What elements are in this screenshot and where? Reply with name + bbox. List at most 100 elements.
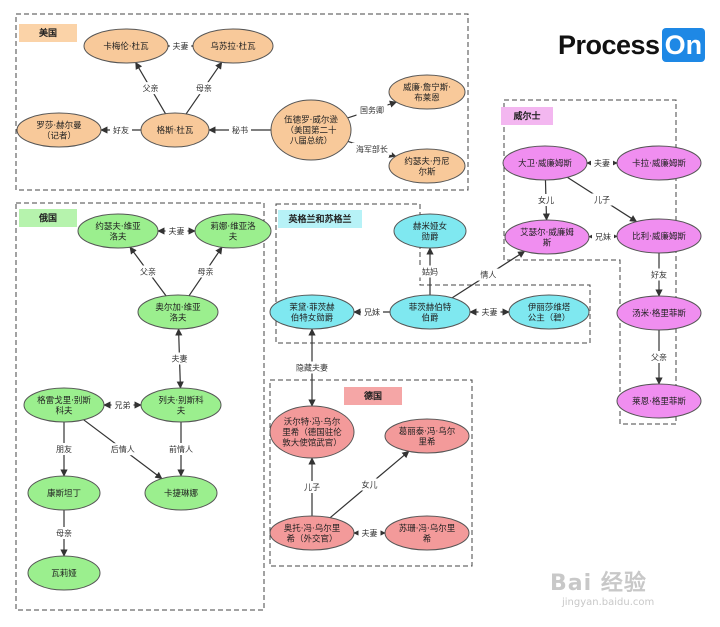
node-shape xyxy=(389,294,471,330)
node-luosha: 罗莎·赫尔曼（记者） xyxy=(16,112,102,148)
node-label: 比利·威廉姆斯 xyxy=(632,231,686,242)
node-label: 敦大使馆武官） xyxy=(282,438,342,449)
region-label: 德国 xyxy=(364,390,382,402)
node-label: 汤米·格里菲斯 xyxy=(632,308,686,319)
edge-label: 兄妹 xyxy=(364,307,380,317)
node-label: 莱恩·格里菲斯 xyxy=(632,396,686,407)
edge-label-bg xyxy=(301,481,323,493)
edge-feici-hemi: 姑妈 xyxy=(419,247,441,295)
edge-dawei-bili: 儿子 xyxy=(567,176,638,223)
node-shape xyxy=(144,475,218,511)
edge-label: 后情人 xyxy=(111,444,135,454)
edge-feici-modi: 兄妹 xyxy=(353,306,390,318)
node-label: 瓦莉娅 xyxy=(51,568,77,579)
node-shape xyxy=(393,213,467,249)
edge-label-bg xyxy=(477,268,500,281)
node-shape xyxy=(502,145,588,181)
edge-label-bg xyxy=(419,265,441,278)
edge-label-bg xyxy=(165,225,188,237)
node-label: 斯 xyxy=(543,237,552,248)
edge-liefu-kajielin: 前情人 xyxy=(165,422,197,477)
node-label: 夫 xyxy=(229,231,238,242)
edge-label-bg xyxy=(111,399,134,411)
edge-label: 母亲 xyxy=(198,266,214,276)
edge-label-bg xyxy=(648,268,670,281)
edge-feici-yilisha: 夫妻 xyxy=(469,306,510,318)
edge-label-bg xyxy=(648,351,670,363)
node-label: 尔斯 xyxy=(418,166,436,177)
node-label: 康斯坦丁 xyxy=(47,488,81,499)
node-label: 约瑟夫·维亚 xyxy=(95,221,141,232)
edge-label: 情人 xyxy=(480,270,496,280)
edge-bili-tangmi: 好友 xyxy=(648,253,670,297)
edge-label: 前情人 xyxy=(169,444,193,454)
region-label-bg xyxy=(344,387,402,405)
node-label: 公主（碧） xyxy=(528,312,571,323)
edge-woderuo-gesi: 秘书 xyxy=(208,124,271,136)
edge-label-bg xyxy=(356,104,388,117)
edge-label: 母亲 xyxy=(56,528,72,538)
edge-label-bg xyxy=(139,82,162,95)
node-label: 里希 xyxy=(418,436,435,447)
node-label: 夫 xyxy=(177,405,186,416)
node-shape xyxy=(616,218,702,254)
edge-aotuo-gelei: 女儿 xyxy=(329,450,410,519)
edge-label: 父亲 xyxy=(651,352,667,362)
edge-modi-woerte: 隐藏夫妻 xyxy=(292,328,332,407)
edge-label: 儿子 xyxy=(304,483,320,492)
node-shape xyxy=(616,383,702,419)
node-shape xyxy=(384,418,470,454)
node-label: （美国第二十 xyxy=(285,125,337,136)
node-walia: 瓦莉娅 xyxy=(27,555,101,591)
node-label: 八届总统） xyxy=(290,136,333,147)
edge-label: 好友 xyxy=(651,270,667,280)
node-aisier: 艾瑟尔·威廉姆斯 xyxy=(504,219,590,255)
node-label: 卡梅伦·杜瓦 xyxy=(103,41,149,52)
node-dawei: 大卫·威廉姆斯 xyxy=(502,145,588,181)
edge-label: 夫妻 xyxy=(482,307,498,317)
edge-label-bg xyxy=(535,194,557,206)
edge-aotuo-susong: 夫妻 xyxy=(353,527,386,539)
node-kamelun: 卡梅伦·杜瓦 xyxy=(83,28,169,64)
edge-tangmi-laien: 父亲 xyxy=(648,330,670,385)
node-shape xyxy=(269,405,355,459)
region-label-bg xyxy=(278,210,362,228)
edge-dawei-aisier: 女儿 xyxy=(535,179,557,221)
edge-gesi-wusula: 母亲 xyxy=(185,61,223,115)
edge-label-bg xyxy=(591,193,613,206)
region-usa: 美国 xyxy=(15,13,469,191)
edge-label-bg xyxy=(137,265,159,278)
edge-label: 夫妻 xyxy=(362,528,378,538)
node-shape xyxy=(616,145,702,181)
edge-geligeli-liefu: 兄弟 xyxy=(103,399,142,411)
edge-label: 国务卿 xyxy=(360,105,384,115)
node-label: 艾瑟尔·威廉姆 xyxy=(520,227,574,238)
node-label: 卡拉·威廉姆斯 xyxy=(632,158,686,169)
node-shape xyxy=(269,294,355,330)
region-uk: 英格兰和苏格兰 xyxy=(275,203,591,344)
node-label: 里希（德国驻伦 xyxy=(282,427,342,438)
node-label: 苏珊·冯·乌尔里 xyxy=(399,523,456,534)
edge-label-bg xyxy=(591,157,613,169)
region-label-bg xyxy=(501,107,553,125)
edge-label: 母亲 xyxy=(196,83,212,93)
node-shape xyxy=(616,295,702,331)
edge-label: 朋友 xyxy=(56,444,72,454)
edge-label-bg xyxy=(358,527,381,539)
edge-label: 父亲 xyxy=(143,83,159,93)
edge-label-bg xyxy=(351,142,392,155)
edge-label-bg xyxy=(168,352,191,365)
edge-woderuo-weilian: 国务卿 xyxy=(347,100,398,119)
node-kajielin: 卡捷琳娜 xyxy=(144,475,218,511)
watermark-url: jingyan.baidu.com xyxy=(562,597,655,608)
node-shape xyxy=(384,515,470,551)
node-label: 格斯·杜瓦 xyxy=(157,125,194,136)
node-label: 洛夫 xyxy=(169,312,187,323)
edge-label: 夫妻 xyxy=(594,158,610,168)
node-wusula: 乌苏拉·杜瓦 xyxy=(192,28,274,64)
